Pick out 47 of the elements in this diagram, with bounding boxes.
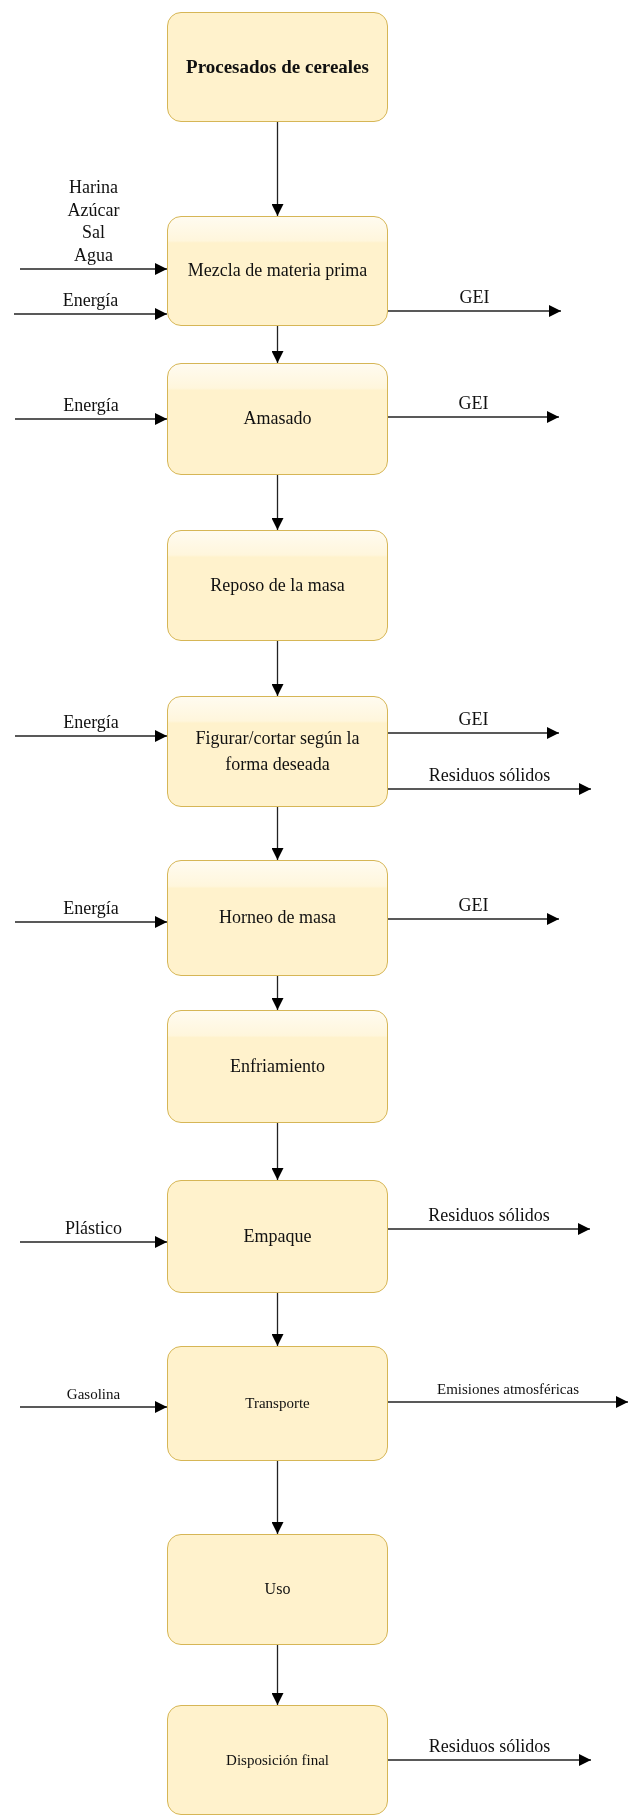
step-label: Transporte — [245, 1394, 310, 1413]
process-box — [167, 1346, 388, 1461]
arrow — [19, 263, 168, 275]
arrow — [387, 783, 592, 795]
process-box — [167, 1534, 388, 1645]
arrow — [271, 1460, 284, 1535]
step-label: Reposo de la masa — [210, 573, 345, 597]
arrow — [387, 913, 560, 925]
step-label: Horneo de masa — [219, 906, 336, 930]
process-box — [167, 860, 388, 976]
process-box — [167, 530, 388, 641]
arrow — [387, 1396, 629, 1408]
step-label: Mezcla de materia prima — [187, 259, 368, 283]
arrow — [271, 1292, 284, 1347]
arrow — [387, 1754, 592, 1766]
process-box — [167, 696, 388, 807]
arrow — [387, 727, 560, 739]
process-box — [167, 12, 388, 122]
step-label: Empaque — [243, 1224, 312, 1248]
arrow — [14, 730, 168, 742]
arrow — [271, 121, 284, 217]
arrow — [14, 916, 168, 928]
process-box — [167, 363, 388, 475]
arrow — [271, 975, 284, 1011]
arrow — [271, 806, 284, 861]
step-label: Disposición final — [226, 1750, 329, 1770]
arrow — [387, 1223, 591, 1235]
arrow — [271, 1644, 284, 1706]
process-box — [167, 1180, 388, 1293]
step-label: Amasado — [243, 407, 312, 431]
arrow — [271, 1122, 284, 1181]
arrow — [271, 325, 284, 364]
process-box — [167, 216, 388, 326]
step-label: Procesados de cereales — [186, 54, 369, 79]
arrow — [14, 413, 168, 425]
step-label: Figurar/cortar según la forma deseada — [194, 727, 361, 776]
process-box — [167, 1010, 388, 1123]
arrow — [387, 411, 560, 423]
arrow — [19, 1401, 168, 1413]
arrow — [387, 305, 562, 317]
arrow — [271, 474, 284, 531]
step-label: Uso — [264, 1579, 291, 1600]
arrow — [19, 1236, 168, 1248]
arrow — [13, 308, 168, 320]
process-box — [167, 1705, 388, 1815]
step-label: Enfriamiento — [230, 1054, 325, 1078]
arrow — [271, 640, 284, 697]
